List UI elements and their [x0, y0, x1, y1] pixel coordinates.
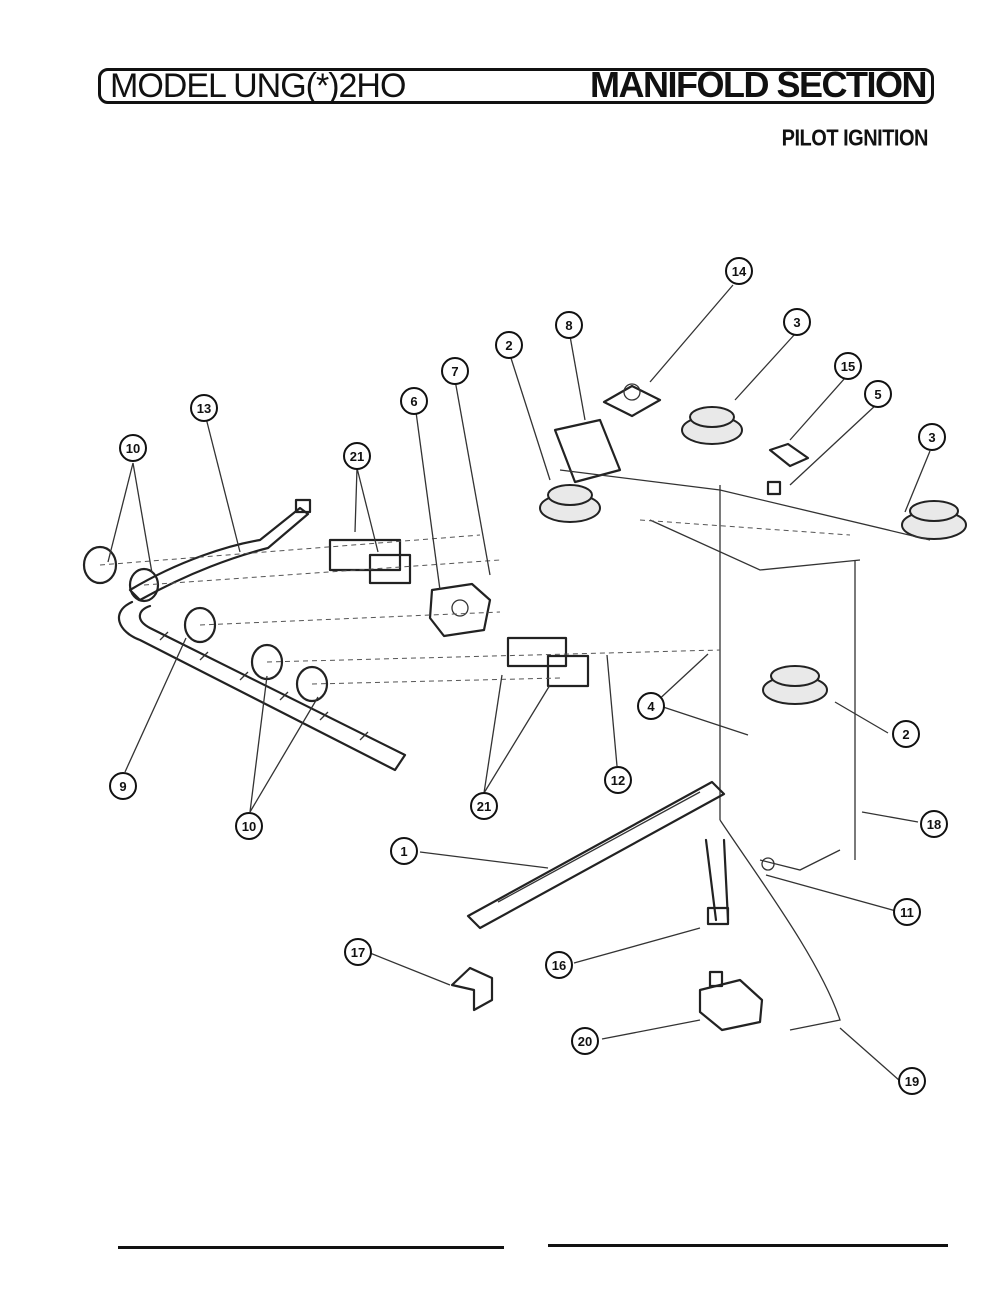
- svg-text:4: 4: [647, 699, 655, 714]
- svg-text:2: 2: [902, 727, 909, 742]
- callout-13: 13: [190, 394, 218, 422]
- callout-14: 14: [725, 257, 753, 285]
- svg-text:21: 21: [477, 799, 491, 814]
- callout-1: 1: [390, 837, 418, 865]
- regulator-20: [698, 970, 764, 1032]
- callout-8: 8: [555, 311, 583, 339]
- subtitle: PILOT IGNITION: [781, 126, 929, 152]
- svg-text:9: 9: [119, 779, 126, 794]
- burner-front-right: [762, 665, 828, 705]
- svg-text:17: 17: [351, 945, 365, 960]
- main-tube-1: [466, 780, 726, 930]
- clip-15: [768, 442, 810, 468]
- callout-21: 21: [343, 442, 371, 470]
- svg-text:19: 19: [905, 1074, 919, 1089]
- svg-text:5: 5: [874, 387, 881, 402]
- burner-rear-left: [681, 406, 743, 445]
- callout-10: 10: [235, 812, 263, 840]
- svg-text:18: 18: [927, 817, 941, 832]
- pilot-tubing: [719, 819, 841, 1031]
- svg-text:21: 21: [350, 449, 364, 464]
- svg-text:20: 20: [578, 1034, 592, 1049]
- leader-lines: [107, 284, 931, 1082]
- footer-rule-right: [548, 1244, 948, 1247]
- valve-assembly-upper: [328, 538, 412, 585]
- manifold-pipe: [117, 600, 407, 772]
- callouts: 14 8 3 2 7 15 5 6 13 3 10 21 4 2 9 21 12…: [109, 257, 948, 1095]
- callout-7: 7: [441, 357, 469, 385]
- burner-tube-13: [128, 498, 312, 602]
- callout-10: 10: [119, 434, 147, 462]
- footer-rule-left: [118, 1246, 504, 1249]
- callout-11: 11: [893, 898, 921, 926]
- svg-text:16: 16: [552, 958, 566, 973]
- callout-4: 4: [637, 692, 665, 720]
- svg-text:1: 1: [400, 844, 407, 859]
- callout-5: 5: [864, 380, 892, 408]
- callout-9: 9: [109, 772, 137, 800]
- svg-text:15: 15: [841, 359, 855, 374]
- callout-18: 18: [920, 810, 948, 838]
- callout-6: 6: [400, 387, 428, 415]
- callout-3: 3: [783, 308, 811, 336]
- svg-text:6: 6: [410, 394, 417, 409]
- callout-19: 19: [898, 1067, 926, 1095]
- callout-16: 16: [545, 951, 573, 979]
- svg-text:3: 3: [793, 315, 800, 330]
- svg-text:10: 10: [126, 441, 140, 456]
- svg-text:11: 11: [900, 905, 914, 920]
- svg-text:12: 12: [611, 773, 625, 788]
- burner-bracket-8: [553, 418, 622, 484]
- gas-pipe-16: [704, 838, 730, 926]
- burner-rear-right: [901, 500, 967, 540]
- burner-front-left: [539, 484, 601, 523]
- valve-assembly-lower: [506, 636, 590, 688]
- pilot-assembly-14: [602, 383, 662, 418]
- svg-text:3: 3: [928, 430, 935, 445]
- section-title: MANIFOLD SECTION: [590, 64, 927, 105]
- svg-text:10: 10: [242, 819, 256, 834]
- callout-3: 3: [918, 423, 946, 451]
- model-label: MODEL UNG(*)2HO: [110, 67, 406, 105]
- svg-text:8: 8: [565, 318, 572, 333]
- svg-text:13: 13: [197, 401, 211, 416]
- center-frame: [99, 469, 931, 860]
- callout-2: 2: [495, 331, 523, 359]
- callout-21: 21: [470, 792, 498, 820]
- title-frame: [98, 68, 934, 104]
- svg-text:14: 14: [732, 264, 747, 279]
- svg-text:7: 7: [451, 364, 458, 379]
- callout-20: 20: [571, 1027, 599, 1055]
- bracket-17: [450, 966, 494, 1012]
- svg-text:2: 2: [505, 338, 512, 353]
- callout-15: 15: [834, 352, 862, 380]
- orifice-fittings: [82, 545, 329, 703]
- callout-2: 2: [892, 720, 920, 748]
- pilot-valve-6: [428, 582, 492, 638]
- callout-12: 12: [604, 766, 632, 794]
- callout-17: 17: [344, 938, 372, 966]
- nut-5: [766, 480, 782, 496]
